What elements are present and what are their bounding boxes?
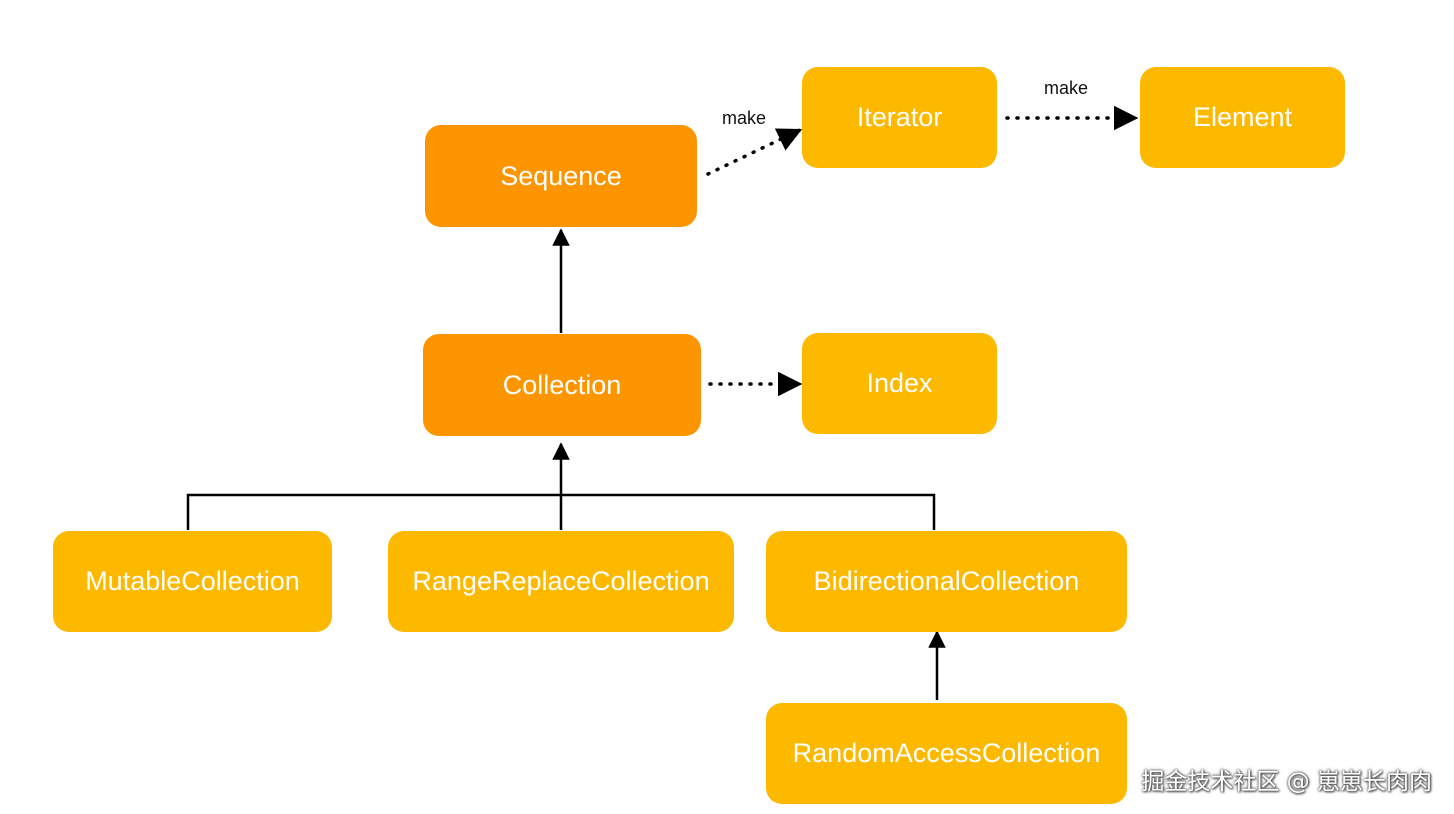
node-index: Index [802,333,997,434]
node-mutable-collection: MutableCollection [53,531,332,632]
edge-sequence-to-iterator [706,128,803,176]
node-collection: Collection [423,334,701,436]
node-element: Element [1140,67,1345,168]
node-random-access-collection: RandomAccessCollection [766,703,1127,804]
node-range-replace-collection: RangeReplaceCollection [388,531,734,632]
watermark-text: 掘金技术社区 @ 崽崽长肉肉 [1141,769,1432,795]
node-sequence: Sequence [425,125,697,227]
node-iterator: Iterator [802,67,997,168]
edge-label-iterator-element: make [1044,78,1089,98]
node-bidirectional-collection: BidirectionalCollection [766,531,1127,632]
edge-label-sequence-iterator: make [722,108,767,128]
